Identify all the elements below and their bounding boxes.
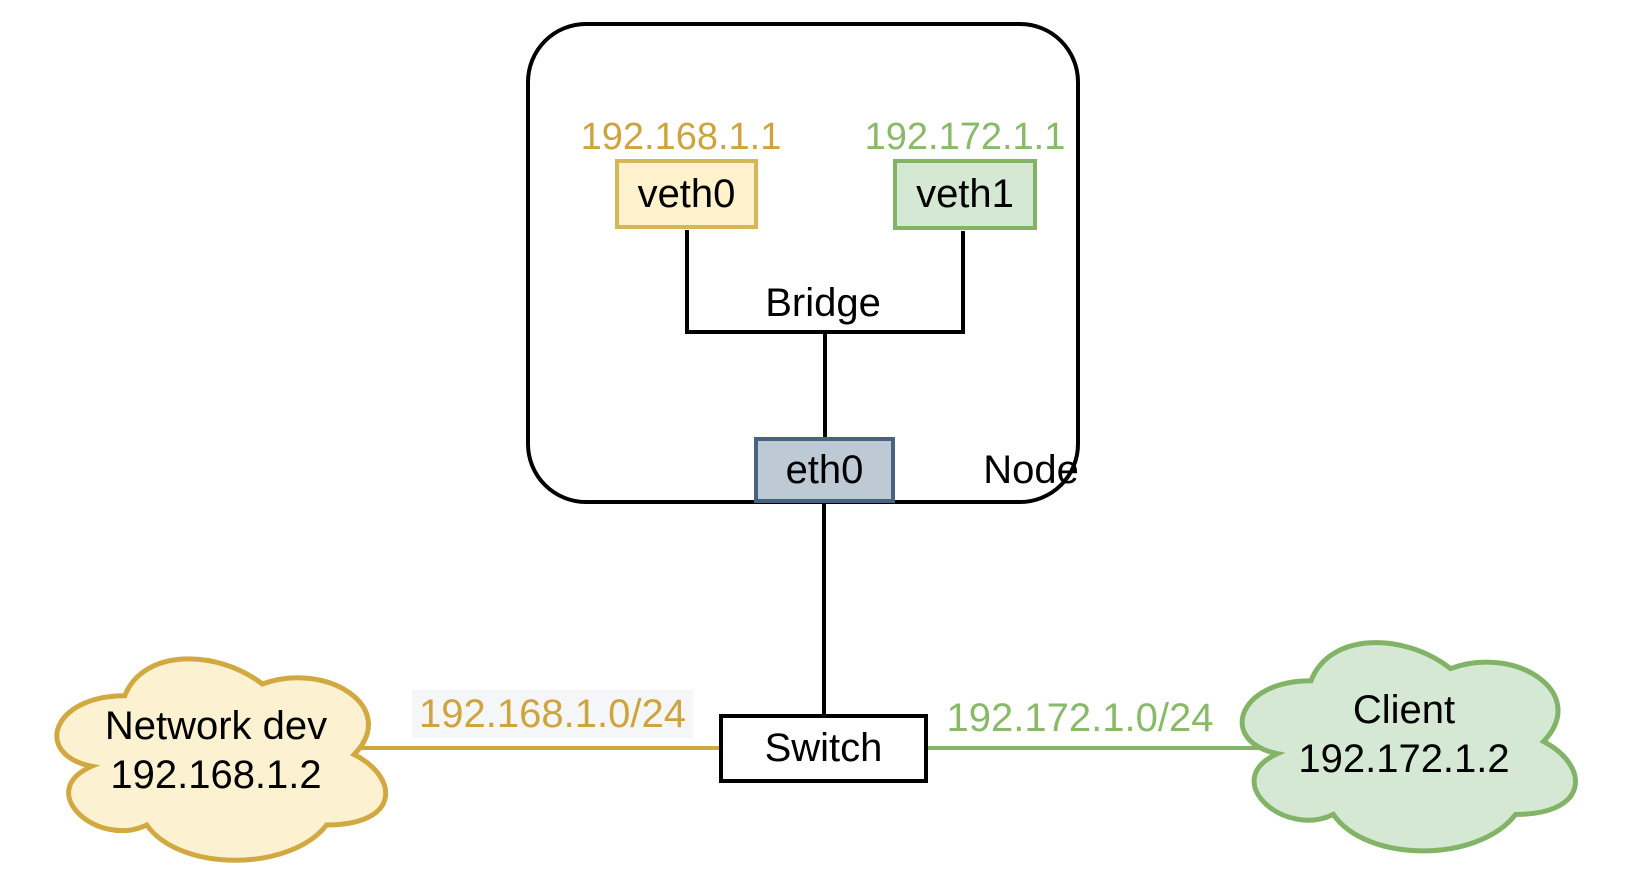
veth0-label: veth0 xyxy=(637,171,736,216)
network-dev-cloud-line1: Network dev xyxy=(104,704,328,748)
right-subnet-label: 192.172.1.0/24 xyxy=(946,696,1214,740)
switch-box: Switch xyxy=(719,714,928,783)
veth1-label: veth1 xyxy=(916,172,1014,216)
network-dev-cloud-line2: 192.168.1.2 xyxy=(110,753,322,797)
client-cloud-label: Client 192.172.1.2 xyxy=(1229,686,1579,784)
veth1-interface-box: veth1 xyxy=(893,159,1037,230)
veth0-interface-box: veth0 xyxy=(615,159,758,229)
left-subnet-label: 192.168.1.0/24 xyxy=(412,690,693,738)
bridge-label: Bridge xyxy=(765,281,881,325)
node-boundary xyxy=(526,22,1080,504)
client-cloud-shape xyxy=(1242,643,1575,851)
veth1-ip-label: 192.172.1.1 xyxy=(864,116,1066,158)
client-cloud-line2: 192.172.1.2 xyxy=(1298,737,1510,781)
veth0-ip-label: 192.168.1.1 xyxy=(580,116,782,158)
node-label: Node xyxy=(983,448,1079,492)
client-cloud-line1: Client xyxy=(1352,688,1456,732)
network-dev-cloud-label: Network dev 192.168.1.2 xyxy=(41,702,391,800)
eth0-interface-box: eth0 xyxy=(754,437,895,503)
switch-label: Switch xyxy=(764,726,883,770)
eth0-label: eth0 xyxy=(785,447,864,492)
network-dev-cloud-shape xyxy=(57,659,386,860)
